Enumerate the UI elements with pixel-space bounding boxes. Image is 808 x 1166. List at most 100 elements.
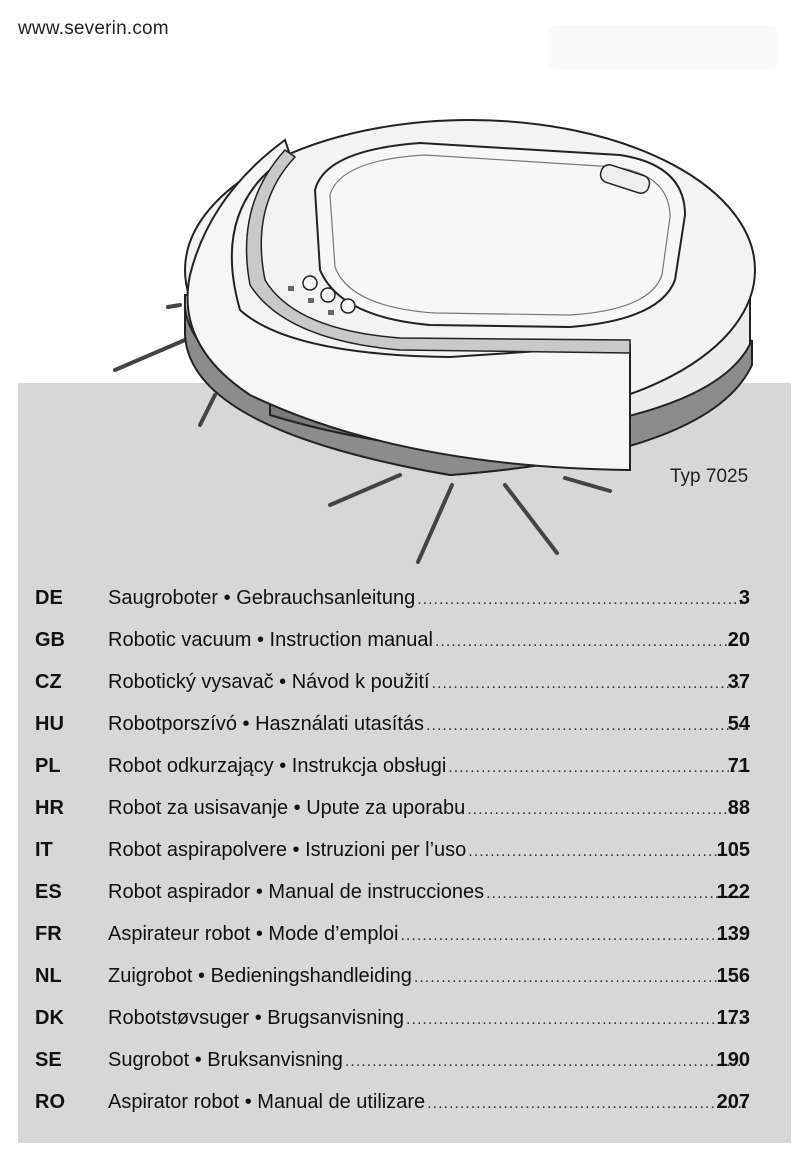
toc-language-code: IT — [35, 839, 53, 861]
toc-title-text: Robot aspirapolvere • Istruzioni per l’u… — [108, 839, 467, 861]
toc-title-text: Aspirateur robot • Mode d’emploi — [108, 923, 399, 945]
toc-page-number: 139 — [716, 923, 750, 945]
toc-title-text: Robot odkurzający • Instrukcja obsługi — [108, 755, 447, 777]
brush-bristle — [328, 473, 402, 507]
toc-page-number: 37 — [727, 671, 750, 693]
toc-leader-dots: ........................................… — [448, 759, 746, 776]
toc-entry-title: Aspirator robot • Manual de utilizare...… — [108, 1081, 750, 1125]
toc-page-number: 105 — [716, 839, 750, 861]
robot-indicator-icon — [288, 286, 294, 291]
toc-leader-dots: ........................................… — [427, 1095, 746, 1112]
toc-language-code: HU — [35, 713, 64, 735]
toc-row[interactable]: IT Robot aspirapolvere • Istruzioni per l… — [0, 829, 808, 871]
toc-page-number: 207 — [716, 1091, 750, 1113]
toc-page-number: 88 — [727, 797, 750, 819]
toc-entry-title: Robot za usisavanje • Upute za uporabu..… — [108, 787, 750, 831]
gray-background-panel — [18, 383, 791, 1143]
toc-leader-dots: ........................................… — [467, 801, 746, 818]
toc-language-code: RO — [35, 1091, 65, 1113]
website-url[interactable]: www.severin.com — [18, 18, 169, 39]
toc-entry-title: Robot aspirador • Manual de instruccione… — [108, 871, 750, 915]
robot-control-button — [340, 298, 356, 314]
toc-page-number: 71 — [727, 755, 750, 777]
robot-control-button — [302, 275, 318, 291]
toc-language-code: SE — [35, 1049, 62, 1071]
toc-entry-title: Sugrobot • Bruksanvisning...............… — [108, 1039, 750, 1083]
brush-bristle — [563, 476, 612, 493]
toc-title-text: Robot aspirador • Manual de instruccione… — [108, 881, 485, 903]
toc-leader-dots: ........................................… — [426, 717, 746, 734]
toc-page-number: 190 — [716, 1049, 750, 1071]
robot-lid-inner — [329, 154, 671, 316]
toc-title-text: Zuigrobot • Bedieningshandleiding — [108, 965, 412, 987]
brush-bristle — [113, 338, 187, 372]
robot-lid-handle — [599, 164, 651, 194]
toc-row[interactable]: FR Aspirateur robot • Mode d’emploi......… — [0, 913, 808, 955]
toc-language-code: DE — [35, 587, 63, 609]
toc-row[interactable]: NL Zuigrobot • Bedieningshandleiding.....… — [0, 955, 808, 997]
toc-entry-title: Robotic vacuum • Instruction manual.....… — [108, 619, 750, 663]
toc-row[interactable]: HU Robotporszívó • Használati utasítás...… — [0, 703, 808, 745]
toc-leader-dots: ........................................… — [431, 675, 746, 692]
toc-entry-title: Zuigrobot • Bedieningshandleiding.......… — [108, 955, 750, 999]
robot-top-lid — [313, 141, 687, 329]
toc-language-code: ES — [35, 881, 62, 903]
brush-bristle — [198, 393, 217, 427]
toc-page-number: 173 — [716, 1007, 750, 1029]
toc-entry-title: Aspirateur robot • Mode d’emploi........… — [108, 913, 750, 957]
toc-page-number: 122 — [716, 881, 750, 903]
toc-entry-title: Saugroboter • Gebrauchsanleitung........… — [108, 577, 750, 621]
toc-entry-title: Robot aspirapolvere • Istruzioni per l’u… — [108, 829, 750, 873]
robot-vacuum-illustration — [113, 119, 756, 564]
toc-title-text: Robotstøvsuger • Brugsanvisning — [108, 1007, 405, 1029]
toc-leader-dots: ........................................… — [344, 1053, 746, 1070]
robot-bumper-ring — [186, 138, 631, 472]
toc-title-text: Robot za usisavanje • Upute za uporabu — [108, 797, 466, 819]
toc-row[interactable]: SE Sugrobot • Bruksanvisning.............… — [0, 1039, 808, 1081]
toc-language-code: FR — [35, 923, 62, 945]
brush-bristle — [416, 483, 454, 564]
toc-title-text: Robotický vysavač • Návod k použití — [108, 671, 430, 693]
toc-leader-dots: ........................................… — [400, 927, 746, 944]
toc-title-text: Saugroboter • Gebrauchsanleitung — [108, 587, 416, 609]
toc-title-text: Robotic vacuum • Instruction manual — [108, 629, 433, 651]
toc-language-code: PL — [35, 755, 61, 777]
toc-language-code: DK — [35, 1007, 64, 1029]
toc-row[interactable]: DE Saugroboter • Gebrauchsanleitung......… — [0, 577, 808, 619]
product-type-label: Typ 7025 — [670, 466, 749, 487]
toc-row[interactable]: GB Robotic vacuum • Instruction manual...… — [0, 619, 808, 661]
toc-leader-dots: ........................................… — [413, 969, 746, 986]
toc-row[interactable]: RO Aspirator robot • Manual de utilizare.… — [0, 1081, 808, 1123]
toc-row[interactable]: PL Robot odkurzający • Instrukcja obsługi… — [0, 745, 808, 787]
toc-language-code: NL — [35, 965, 62, 987]
toc-leader-dots: ........................................… — [468, 843, 746, 860]
robot-indicator-icon — [308, 298, 314, 303]
brush-bristle — [503, 483, 559, 555]
toc-leader-dots: ........................................… — [434, 633, 746, 650]
toc-leader-dots: ........................................… — [417, 591, 746, 608]
toc-language-code: GB — [35, 629, 65, 651]
toc-entry-title: Robot odkurzający • Instrukcja obsługi..… — [108, 745, 750, 789]
robot-control-button — [320, 287, 336, 303]
toc-leader-dots: ........................................… — [486, 885, 746, 902]
toc-row[interactable]: HR Robot za usisavanje • Upute za uporabu… — [0, 787, 808, 829]
toc-row[interactable]: ES Robot aspirador • Manual de instruccio… — [0, 871, 808, 913]
toc-page-number: 20 — [727, 629, 750, 651]
toc-language-code: HR — [35, 797, 64, 819]
brush-bristle — [166, 303, 182, 309]
toc-page-number: 54 — [727, 713, 750, 735]
toc-language-code: CZ — [35, 671, 62, 693]
toc-title-text: Robotporszívó • Használati utasítás — [108, 713, 425, 735]
toc-page-number: 156 — [716, 965, 750, 987]
toc-leader-dots: ........................................… — [406, 1011, 746, 1028]
toc-entry-title: Robotporszívó • Használati utasítás.....… — [108, 703, 750, 747]
toc-entry-title: Robotstøvsuger • Brugsanvisning.........… — [108, 997, 750, 1041]
brand-logo-placeholder — [548, 25, 778, 69]
toc-row[interactable]: CZ Robotický vysavač • Návod k použití...… — [0, 661, 808, 703]
toc-title-text: Aspirator robot • Manual de utilizare — [108, 1091, 426, 1113]
robot-indicator-icon — [328, 310, 334, 315]
toc-title-text: Sugrobot • Bruksanvisning — [108, 1049, 343, 1071]
toc-entry-title: Robotický vysavač • Návod k použití.....… — [108, 661, 750, 705]
toc-row[interactable]: DK Robotstøvsuger • Brugsanvisning.......… — [0, 997, 808, 1039]
robot-accent-arc — [245, 149, 631, 354]
